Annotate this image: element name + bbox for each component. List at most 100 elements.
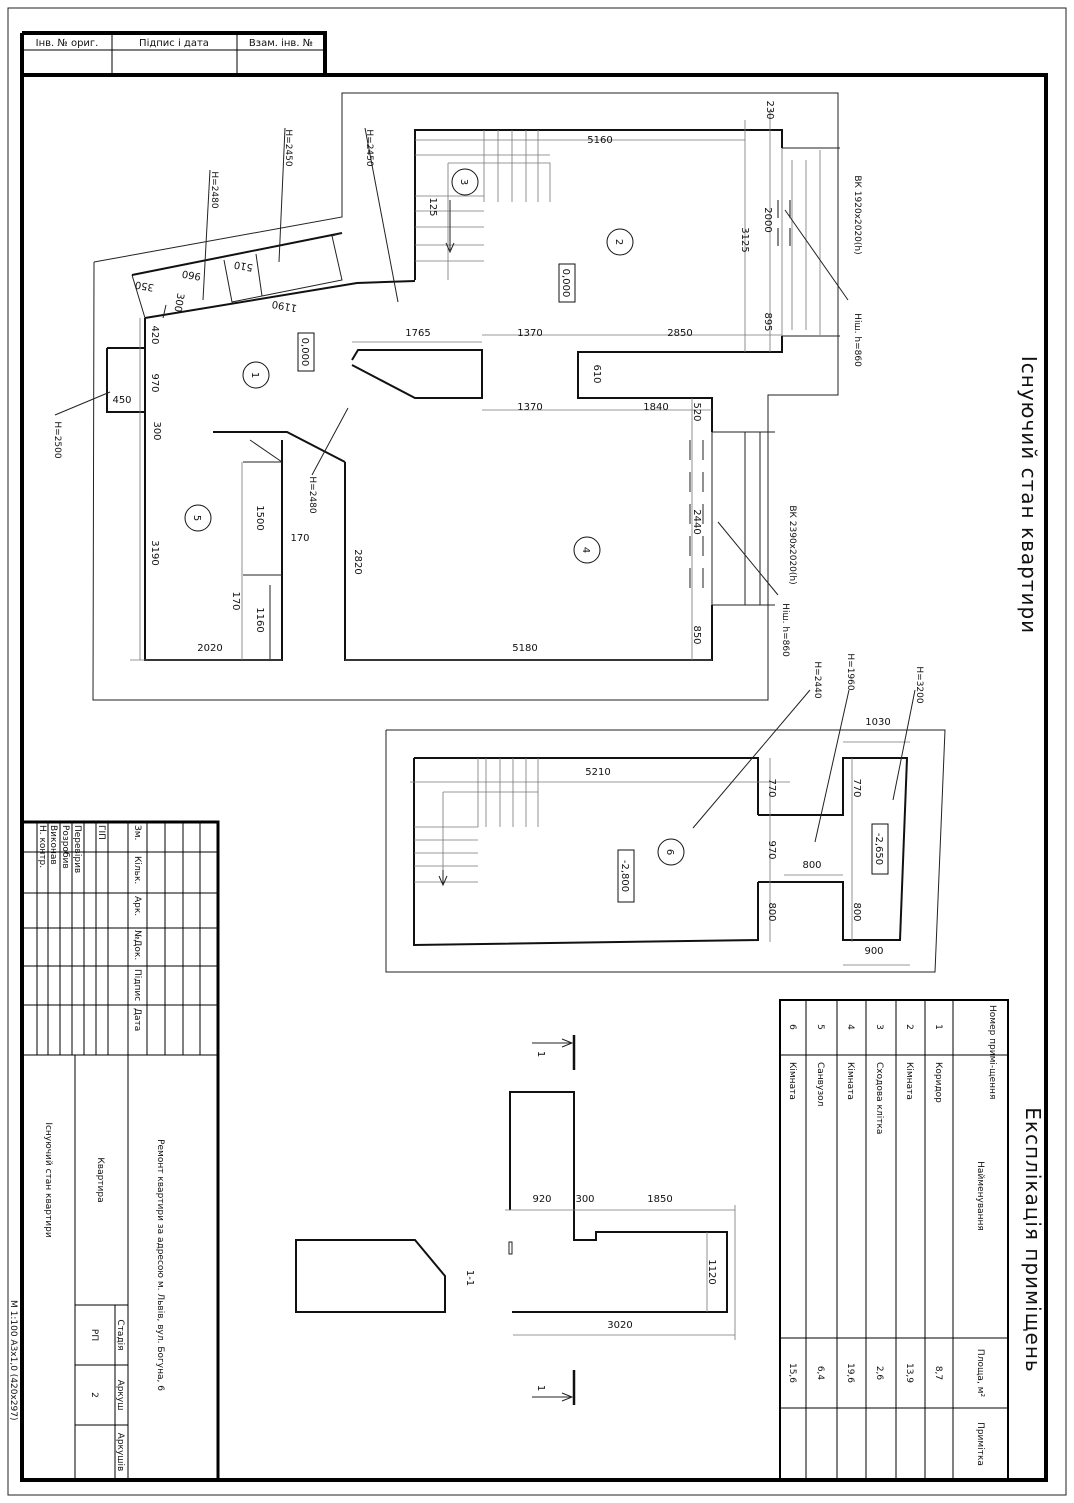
niche-note: Ніш. h=860 [852,313,862,367]
tb-col-header: №Док. [132,930,142,960]
tb-col-header: Підпис [132,969,142,1001]
tb-project: Ремонт квартири за адресою м. Львів, вул… [155,1139,165,1391]
dimension-label: 900 [864,946,883,957]
room-number: 5 [191,515,202,521]
dimension-label: 510 [233,258,254,272]
dimension-label: 170 [290,533,309,544]
dimension-label: 800 [851,902,862,921]
section-marker: 1 [535,1385,546,1391]
dimension-label: 1160 [254,607,265,632]
table-header: Номер примі-щення [987,1005,997,1099]
table-row: 3 Сходова клітка 2,6 [874,1024,884,1380]
tb-object: Квартира [95,1157,105,1202]
explication-title: Експлікація приміщень [1021,1107,1045,1372]
dimension-label: 1765 [405,328,430,339]
dimension-label: 3125 [739,227,750,252]
row-area: 13,9 [904,1363,914,1383]
height-note: H=2440 [812,661,822,698]
dimension-label: 2440 [691,509,702,534]
row-number: 1 [933,1024,943,1030]
room-number: 4 [580,547,591,553]
dimension-label: 610 [591,364,602,383]
table-row: 5 Санвузол 6,4 [815,1024,825,1380]
height-note: H=2500 [52,421,62,458]
dimension-label: 970 [766,840,777,859]
row-number: 4 [845,1024,855,1030]
level-mark: 0,000 [560,269,571,298]
tb-col-header: Арк. [132,896,142,916]
dimension-label: 3020 [607,1320,632,1331]
dimension-label: 5160 [587,135,612,146]
height-note: H=2480 [209,171,219,208]
dimension-label: 300 [151,421,162,440]
row-name: Кімната [787,1062,797,1100]
plan1-dimensions: 5160 230 2000 3125 895 1765 1370 2850 61… [112,100,775,654]
room-number: 3 [458,179,469,185]
window-note: ВК 2390х2020(h) [787,505,797,584]
dimension-label: 170 [230,591,241,610]
tb-sheet-name: Існуючий стан квартири [43,1122,53,1237]
row-number: 5 [815,1024,825,1030]
tb-col-header: Зм. [132,825,142,840]
row-name: Кімната [904,1062,914,1100]
niche-note: Ніш. h=860 [780,603,790,657]
plan-basement: 6 -2,800 -2,650 H=2440 H=1960 H=3200 103… [385,653,946,973]
tb-role: ГІП [96,825,106,840]
height-note: H=3200 [914,666,924,703]
plan-ground-floor [54,92,849,701]
window-note: ВК 1920х2020(h) [852,175,862,254]
stamp-header: Підпис і дата [139,37,209,49]
row-area: 19,6 [845,1363,855,1383]
dimension-label: 2850 [667,328,692,339]
dimension-label: 850 [691,625,702,644]
tb-role: Виконав [48,825,58,865]
height-note: H=2450 [283,129,293,166]
tb-role: Н. контр. [37,825,47,868]
tb-stage: РП [89,1329,99,1341]
dimension-label: 1030 [865,717,890,728]
section-1-1: 1 1 1-1 920 300 1850 1120 3020 [295,1035,736,1405]
dimension-label: 1850 [647,1194,672,1205]
row-area: 8,7 [933,1366,943,1380]
row-area: 6,4 [815,1366,825,1381]
section-marker: 1 [535,1051,546,1057]
tb-role: Перевірив [72,825,82,873]
tb-role: Розробив [60,825,70,869]
stamp-header: Взам. інв. № [249,37,313,49]
level-mark: 0,000 [299,338,310,367]
level-mark: -2,650 [873,833,884,865]
dimension-label: 1500 [254,505,265,530]
dimension-label: 895 [762,312,773,331]
tb-sheets-label: Аркушів [115,1433,125,1472]
dimension-label: 2020 [197,643,222,654]
dimension-label: 450 [112,395,131,406]
stamp-header: Інв. № ориг. [36,38,99,49]
row-number: 2 [904,1024,914,1030]
row-number: 3 [874,1024,884,1030]
table-header: Площа, м² [975,1349,985,1398]
dimension-label: 3190 [149,540,160,565]
dimension-label: 800 [802,860,821,871]
table-header: Примітка [975,1422,985,1466]
format-note: М 1:100 А3х1,0 (420х297) [8,1300,18,1421]
explication-table: Експлікація приміщень Номер примі-щення … [779,999,1045,1481]
dimension-label: 300 [575,1194,594,1205]
dimension-label: 800 [766,902,777,921]
dimension-label: 420 [149,325,160,344]
table-row: 1 Коридор 8,7 [933,1024,943,1380]
room-number: 6 [664,849,675,855]
tb-col-header: Дата [132,1008,142,1031]
tb-col-header: Кільк. [132,856,142,884]
plan1-notes: H=2450 H=2450 H=2480 H=2500 H=2480 ВК 19… [52,129,862,657]
dimension-label: 520 [691,402,702,421]
row-number: 6 [787,1024,797,1030]
dimension-label: 920 [532,1194,551,1205]
table-row: 4 Кімната 19,6 [845,1024,855,1383]
row-name: Кімната [845,1062,855,1100]
height-note: H=2480 [307,476,317,513]
dimension-label: 1840 [643,402,668,413]
inner-frame [20,33,1048,1482]
dimension-label: 5210 [585,767,610,778]
dimension-label: 5180 [512,643,537,654]
